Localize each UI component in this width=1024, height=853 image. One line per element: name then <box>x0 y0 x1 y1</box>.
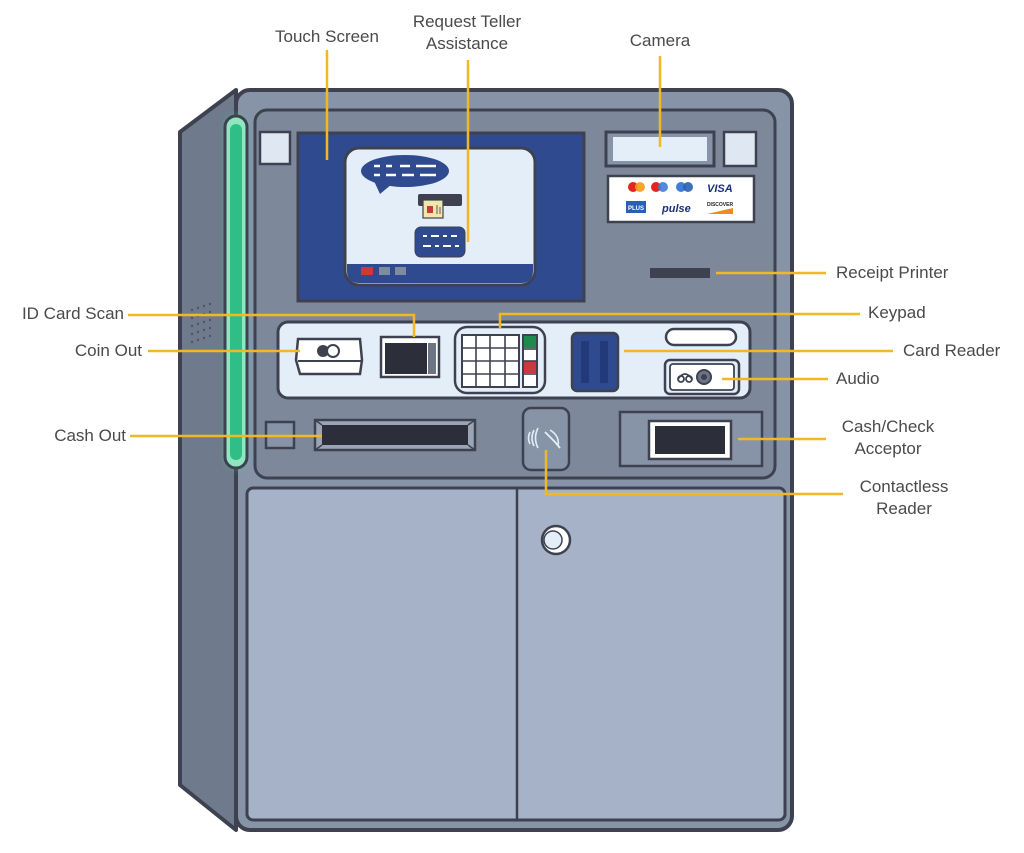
svg-text:PLUS: PLUS <box>628 206 644 212</box>
label-touch-screen: Touch Screen <box>275 27 379 46</box>
label-cash-check-line1: Cash/Check <box>841 417 935 436</box>
label-cash-check-line2: Acceptor <box>854 439 922 458</box>
svg-text:DISCOVER: DISCOVER <box>707 202 734 208</box>
top-left-square <box>258 130 292 166</box>
top-right-square <box>722 130 758 168</box>
card-reader[interactable] <box>570 331 620 393</box>
label-camera: Camera <box>629 31 691 50</box>
maestro-logo <box>676 182 693 192</box>
label-request-teller-line2: Assistance <box>425 34 509 53</box>
card-insert-icon <box>418 194 462 219</box>
touch-screen[interactable] <box>296 131 586 303</box>
leader-id-card-scan <box>128 313 416 337</box>
plus-logo: PLUS <box>626 201 646 213</box>
cabinet-doors <box>245 486 787 822</box>
cash-out-slot[interactable] <box>313 418 477 452</box>
discover-logo: DISCOVER <box>705 199 735 215</box>
mastercard-logo-2 <box>651 182 668 192</box>
request-teller-button[interactable] <box>414 226 466 258</box>
headphone-icon <box>677 373 693 383</box>
contactless-icon <box>527 427 561 449</box>
coin-out[interactable] <box>294 337 364 376</box>
label-cash-out: Cash Out <box>54 426 126 445</box>
keypad-enter-key[interactable] <box>524 336 536 348</box>
leader-lines <box>128 50 893 496</box>
leader-keypad <box>498 312 860 328</box>
card-logos-plate: VISA PLUS pulse DISCOVER <box>606 174 756 224</box>
label-contactless-reader: Contactless Reader <box>842 476 966 520</box>
visa-logo: VISA <box>707 183 733 195</box>
leader-contactless <box>544 450 843 496</box>
label-card-reader: Card Reader <box>903 341 1001 360</box>
door-lock[interactable] <box>540 524 572 556</box>
label-request-teller-line1: Request Teller <box>412 12 522 31</box>
label-contactless-line1: Contactless <box>859 477 949 496</box>
speech-bubble-icon <box>361 155 449 194</box>
label-contactless-line2: Reader <box>876 499 932 518</box>
label-audio: Audio <box>836 369 880 388</box>
id-card-scanner[interactable] <box>379 335 441 379</box>
label-coin-out: Coin Out <box>74 341 142 360</box>
label-cash-check-acceptor: Cash/Check Acceptor <box>826 416 950 460</box>
top-oval-slot <box>664 327 738 347</box>
label-request-teller: Request Teller Assistance <box>394 11 540 55</box>
pulse-logo: pulse <box>661 203 691 215</box>
keypad[interactable] <box>453 325 547 395</box>
keypad-cancel-key[interactable] <box>524 361 536 373</box>
receipt-printer-slot <box>650 268 710 278</box>
mastercard-logo-1 <box>628 182 645 192</box>
camera <box>604 130 716 168</box>
screen-bar-red-button <box>361 267 373 275</box>
label-keypad: Keypad <box>868 303 926 322</box>
label-id-card-scan: ID Card Scan <box>21 304 124 323</box>
label-receipt-printer: Receipt Printer <box>836 263 949 282</box>
audio-jack[interactable] <box>663 358 741 396</box>
